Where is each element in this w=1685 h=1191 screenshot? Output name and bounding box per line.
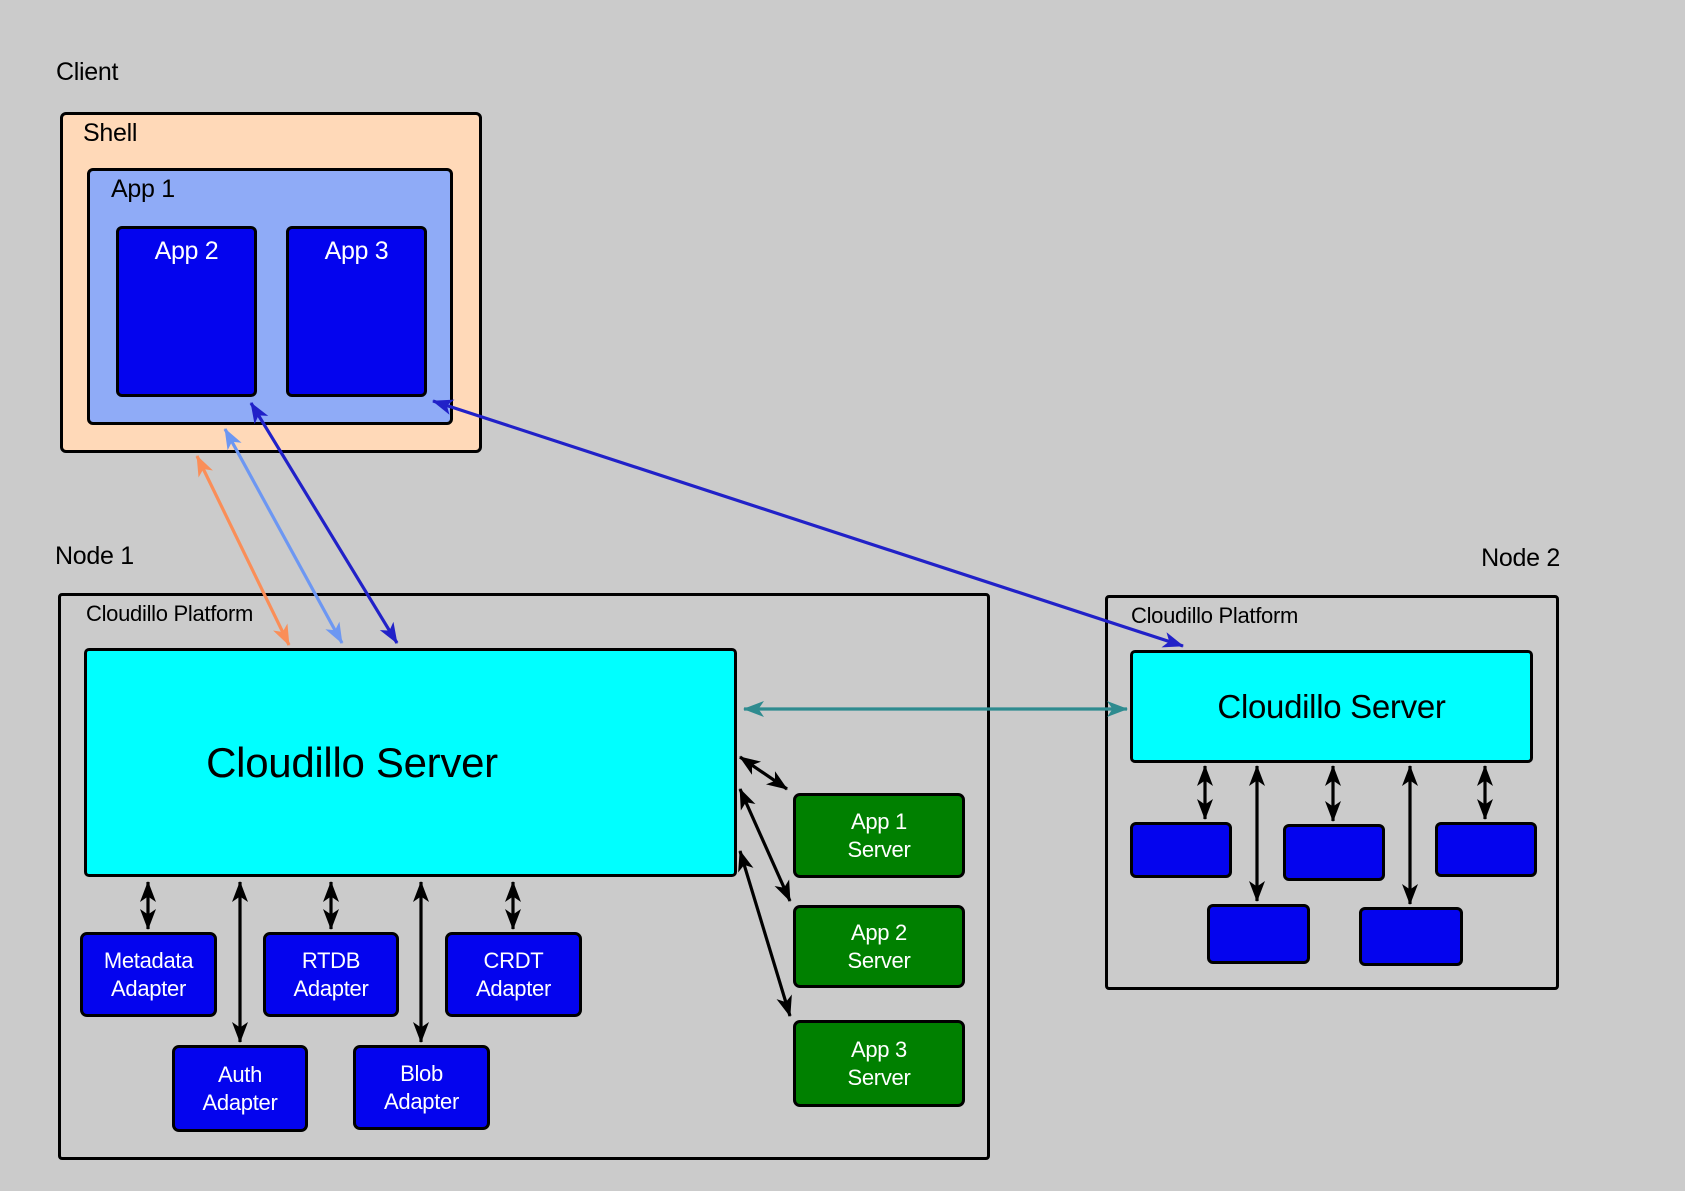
shell-label: Shell [83, 119, 138, 147]
node2-label: Node 2 [1481, 544, 1560, 572]
app3-server-box: App 3 Server [793, 1020, 965, 1107]
client-shell-box: Shell App 1 App 2 App 3 [60, 112, 482, 453]
node1-label: Node 1 [55, 542, 134, 570]
app1-label: App 1 [111, 175, 175, 203]
node2-adapter-box-5 [1359, 907, 1463, 966]
client-label: Client [56, 58, 119, 86]
node2-adapter-box-3 [1435, 822, 1537, 877]
crdt-adapter-box: CRDT Adapter [445, 932, 582, 1017]
node2-adapter-box-1 [1130, 822, 1232, 878]
app3-label: App 3 [324, 237, 389, 265]
node2-cloudillo-server-box: Cloudillo Server [1130, 650, 1533, 763]
app2-label: App 2 [154, 237, 219, 265]
metadata-adapter-label: Metadata Adapter [103, 947, 194, 1001]
rtdb-adapter-box: RTDB Adapter [263, 932, 399, 1017]
auth-adapter-label: Auth Adapter [202, 1061, 278, 1115]
node1-platform-label: Cloudillo Platform [86, 601, 254, 626]
auth-adapter-box: Auth Adapter [172, 1045, 308, 1132]
metadata-adapter-box: Metadata Adapter [80, 932, 217, 1017]
app1-server-label: App 1 Server [847, 808, 911, 862]
node2-platform-label: Cloudillo Platform [1131, 603, 1299, 628]
app1-frame-box: App 1 App 2 App 3 [87, 168, 453, 425]
node2-cloudillo-server-label: Cloudillo Server [1217, 687, 1446, 725]
node1-cloudillo-server-label: Cloudillo Server [206, 738, 498, 786]
app1-server-box: App 1 Server [793, 793, 965, 878]
app3-server-label: App 3 Server [847, 1036, 911, 1090]
node2-adapter-box-2 [1283, 824, 1385, 881]
node1-cloudillo-server-box: Cloudillo Server [84, 648, 737, 877]
blob-adapter-box: Blob Adapter [353, 1045, 490, 1130]
node2-adapter-box-4 [1207, 904, 1310, 964]
crdt-adapter-label: CRDT Adapter [476, 947, 551, 1001]
blob-adapter-label: Blob Adapter [384, 1060, 459, 1114]
rtdb-adapter-label: RTDB Adapter [293, 947, 369, 1001]
app2-box: App 2 [116, 226, 257, 397]
app2-server-box: App 2 Server [793, 905, 965, 988]
app3-box: App 3 [286, 226, 427, 397]
app2-server-label: App 2 Server [847, 919, 911, 973]
